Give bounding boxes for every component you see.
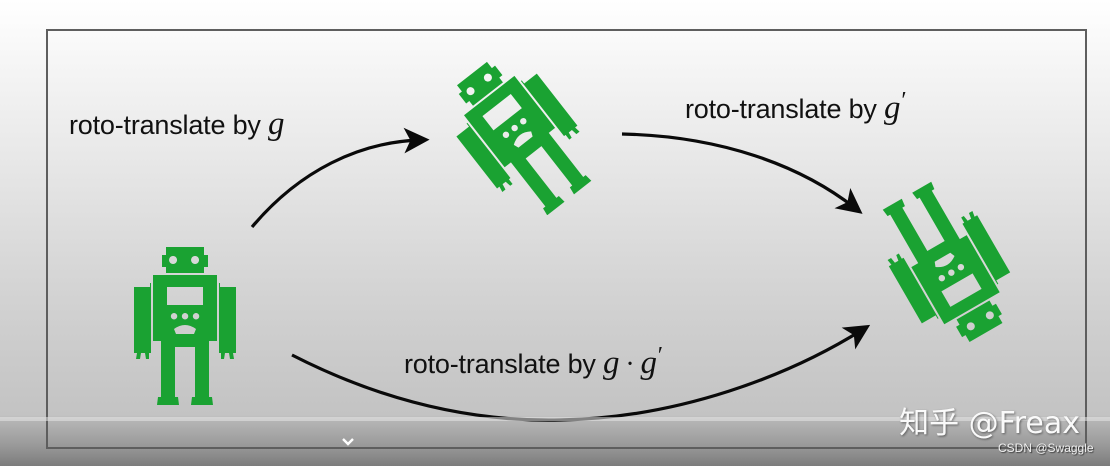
label-text: roto-translate by <box>685 94 884 124</box>
video-progress-bar[interactable] <box>0 417 1110 421</box>
math-symbol-g: g <box>884 90 901 126</box>
math-operator-dot: · <box>625 349 635 380</box>
zhihu-watermark: 知乎 @Freax <box>899 406 1080 441</box>
arrow-g-prime <box>621 132 863 214</box>
math-symbol-g: g <box>640 345 657 381</box>
robot-rotated-by-g-g-prime-icon <box>862 180 1031 350</box>
chevron-down-icon[interactable] <box>341 437 355 447</box>
label-text: roto-translate by <box>404 349 603 379</box>
label-text: roto-translate by <box>69 110 268 140</box>
robot-rotated-by-g-icon <box>431 55 610 215</box>
csdn-credit: CSDN @Swaggle <box>998 441 1094 455</box>
diagram-frame <box>46 29 1087 449</box>
label-roto-translate-g: roto-translate by g <box>69 106 285 143</box>
math-symbol-g: g <box>268 106 285 142</box>
math-prime: ′ <box>657 343 663 369</box>
label-roto-translate-g-dot-g-prime: roto-translate by g·g′ <box>404 343 663 382</box>
arrow-g <box>250 127 430 229</box>
math-symbol-g: g <box>603 345 620 381</box>
robot-original-icon <box>134 247 236 405</box>
label-roto-translate-g-prime: roto-translate by g′ <box>685 88 907 127</box>
math-prime: ′ <box>901 88 907 114</box>
